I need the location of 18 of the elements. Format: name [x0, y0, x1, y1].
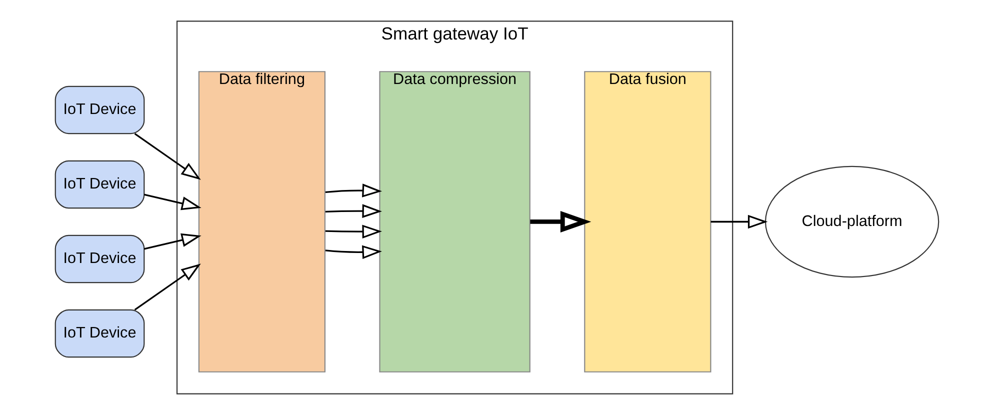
node-ellipse: Cloud-platform: [764, 166, 939, 278]
arrow: [134, 133, 200, 180]
arrow: [143, 233, 201, 250]
arrow: [324, 204, 382, 218]
arrow: [324, 184, 382, 198]
node-box: IoT Device: [54, 160, 144, 209]
arrow: [710, 214, 768, 229]
node-box: Data filtering: [198, 71, 325, 372]
node-box: Data fusion: [584, 71, 711, 372]
arrow: [324, 224, 382, 239]
node-box: IoT Device: [54, 309, 144, 358]
arrow: [530, 210, 591, 232]
arrow: [143, 194, 201, 210]
node-box: Data compression: [378, 71, 530, 372]
arrow: [324, 245, 382, 260]
node-box: IoT Device: [54, 86, 144, 134]
node-box: IoT Device: [54, 234, 144, 284]
arrow: [134, 264, 200, 310]
